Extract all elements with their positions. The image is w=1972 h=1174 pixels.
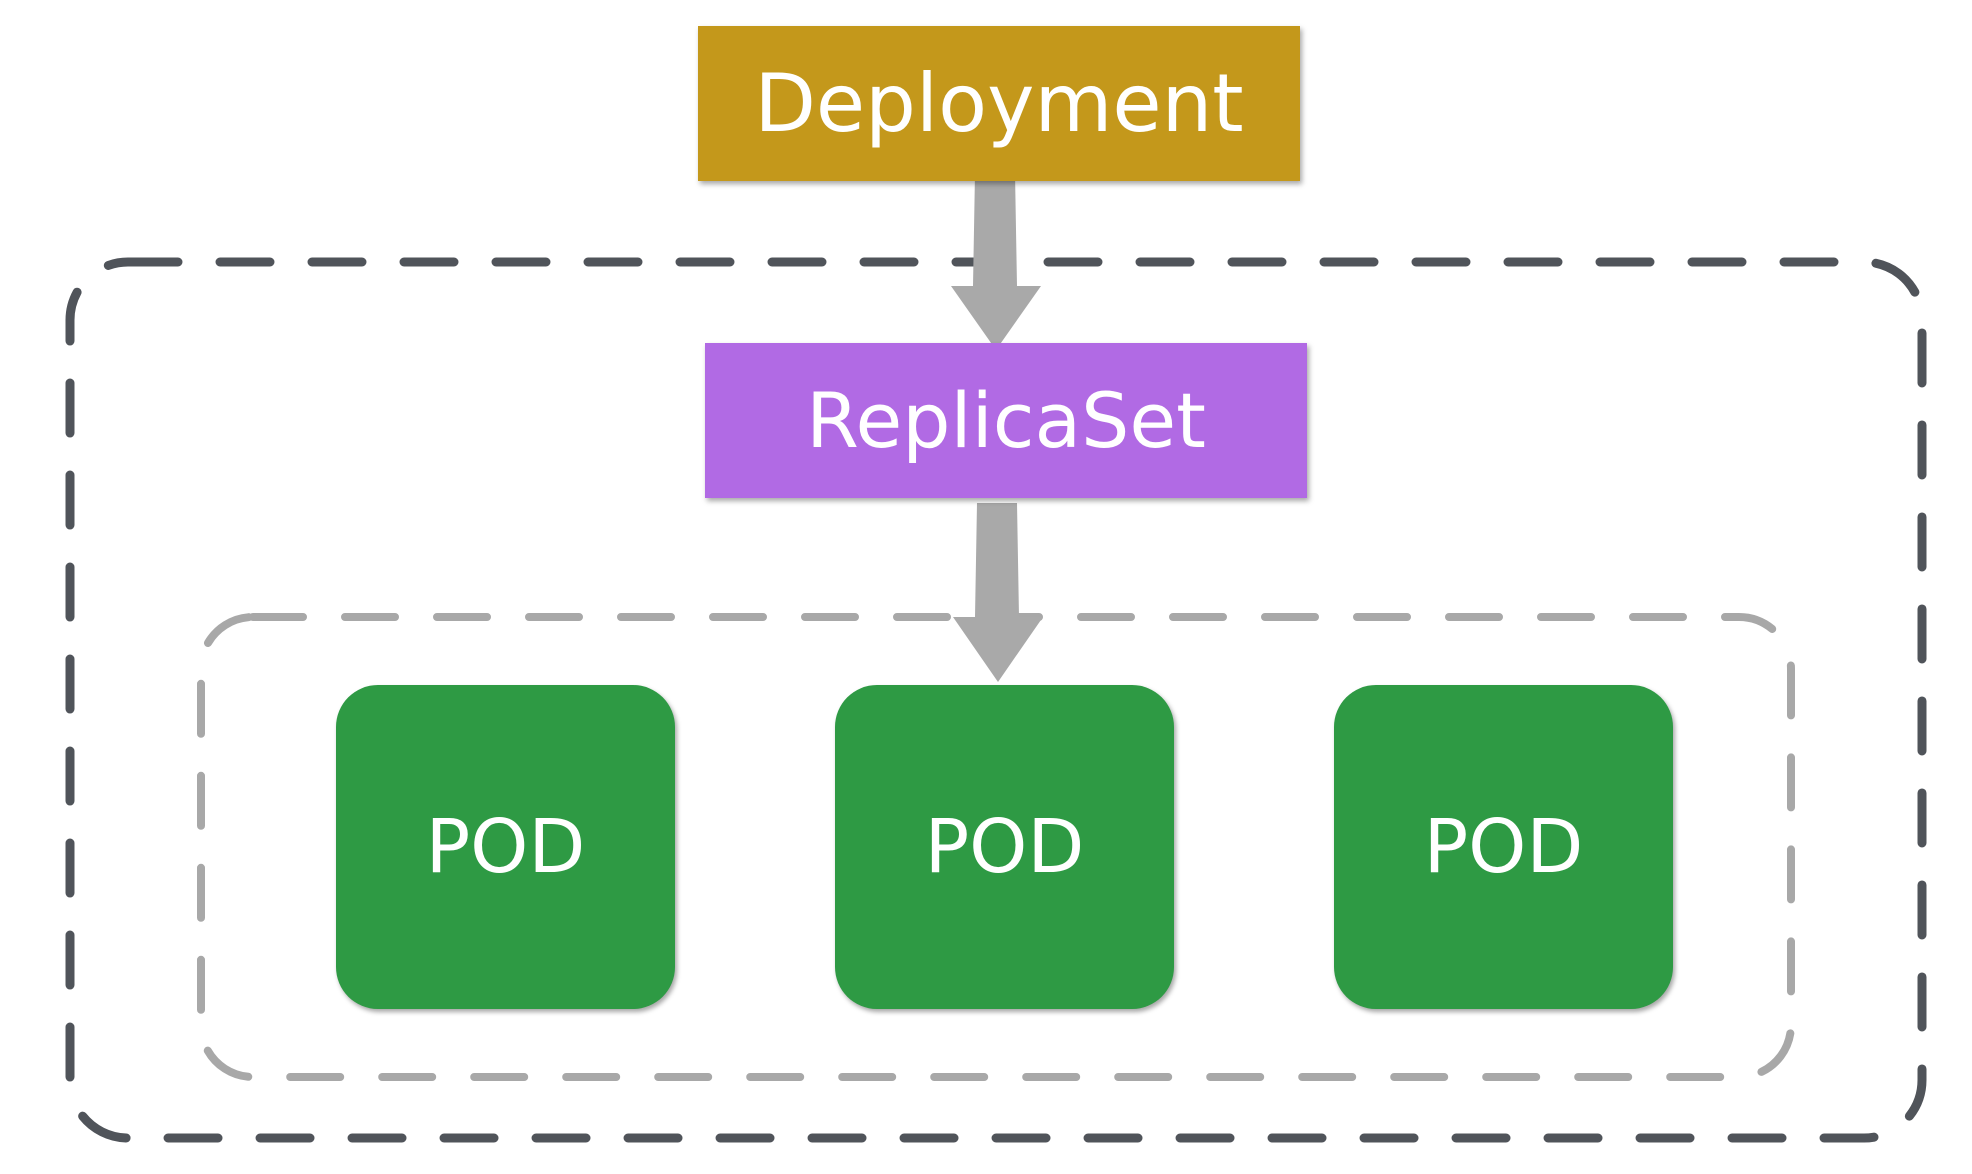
pod-label: POD bbox=[425, 804, 586, 890]
pod-node: POD bbox=[1334, 685, 1673, 1009]
pod-node: POD bbox=[835, 685, 1174, 1009]
replicaset-node: ReplicaSet bbox=[705, 343, 1307, 498]
arrow-deployment-to-replicaset bbox=[951, 173, 1041, 350]
replicaset-label: ReplicaSet bbox=[806, 376, 1206, 465]
deployment-node: Deployment bbox=[698, 26, 1300, 181]
arrow-replicaset-to-pods bbox=[953, 503, 1043, 682]
pod-label: POD bbox=[1423, 804, 1584, 890]
deployment-label: Deployment bbox=[754, 57, 1244, 150]
pod-node: POD bbox=[336, 685, 675, 1009]
pod-label: POD bbox=[924, 804, 1085, 890]
